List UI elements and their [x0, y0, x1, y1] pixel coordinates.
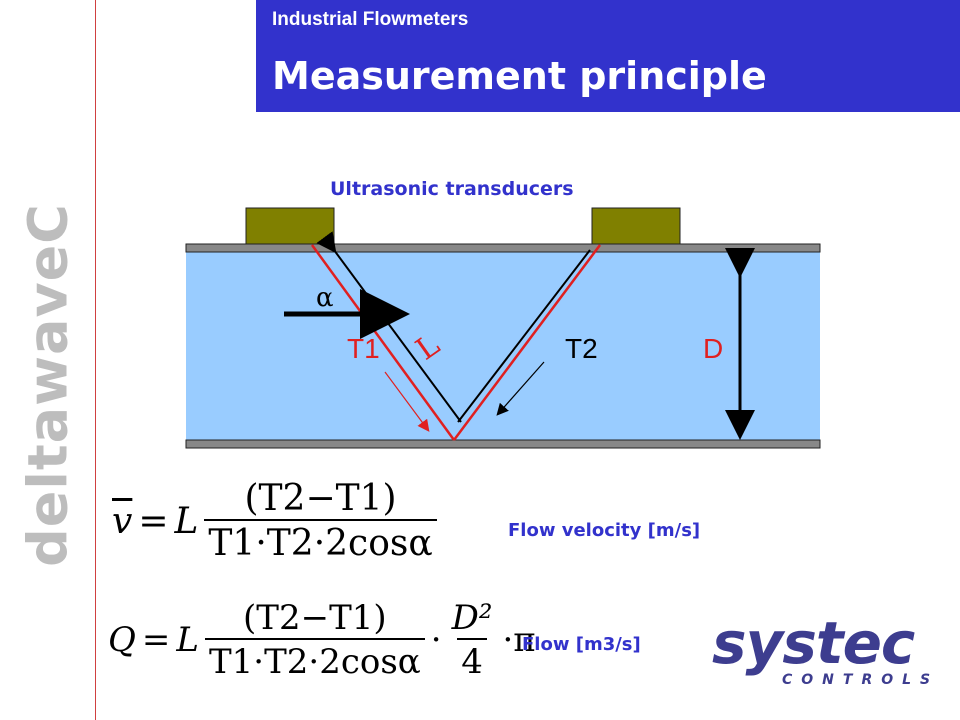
beam-right-black	[457, 249, 591, 423]
flow-caption: Flow [m3/s]	[522, 634, 641, 655]
title-banner: Industrial Flowmeters Measurement princi…	[256, 0, 960, 112]
label-t2: T2	[565, 333, 598, 364]
velocity-fraction: (T2−T1) T1·T2·2cosα	[204, 478, 437, 564]
velocity-eq: =	[138, 500, 169, 542]
subtitle: Industrial Flowmeters	[272, 9, 469, 30]
flow-denominator: T1·T2·2cosα	[204, 638, 425, 682]
label-t1: T1	[347, 333, 380, 364]
t2-arrow	[496, 361, 545, 416]
flow-d-numerator: D²	[451, 598, 493, 638]
flow-factor: L	[176, 620, 199, 660]
velocity-formula: v = L (T2−T1) T1·T2·2cosα	[112, 478, 443, 564]
velocity-factor: L	[174, 500, 199, 542]
transducers-label: Ultrasonic transducers	[330, 178, 574, 200]
flow-eq: =	[141, 620, 171, 660]
side-brand: deltawaveC	[0, 0, 96, 720]
systec-logo: systec CONTROLS	[712, 614, 944, 694]
flow-dot1: ·	[430, 620, 442, 660]
t1-arrow	[384, 371, 430, 432]
label-d: D	[703, 333, 724, 364]
beam-right-red	[452, 244, 602, 441]
flow-dot2: ·π	[502, 620, 536, 660]
beam-left-red	[310, 244, 456, 441]
flow-formula: Q = L (T2−T1) T1·T2·2cosα · D² 4 ·π	[108, 598, 536, 682]
pipe-body	[186, 248, 820, 444]
flow-d-fraction: D² 4	[448, 598, 497, 682]
pipe-bottom-wall	[185, 439, 821, 449]
flow-d-denominator: 4	[457, 638, 487, 682]
velocity-lhs: v	[112, 500, 133, 542]
velocity-caption: Flow velocity [m/s]	[508, 520, 701, 541]
flow-numerator: (T2−T1)	[243, 598, 387, 638]
flow-fraction: (T2−T1) T1·T2·2cosα	[204, 598, 425, 682]
pipe-top-wall	[185, 243, 821, 253]
transducer-right	[591, 207, 681, 245]
transducer-left	[245, 207, 335, 245]
velocity-denominator: T1·T2·2cosα	[204, 519, 437, 564]
logo-sub: CONTROLS	[782, 672, 940, 688]
vertical-divider	[95, 0, 96, 720]
page-title: Measurement principle	[272, 54, 767, 98]
logo-word: systec	[712, 609, 915, 677]
label-alpha: α	[316, 283, 334, 313]
velocity-numerator: (T2−T1)	[244, 478, 397, 519]
flow-lhs: Q	[108, 620, 136, 660]
